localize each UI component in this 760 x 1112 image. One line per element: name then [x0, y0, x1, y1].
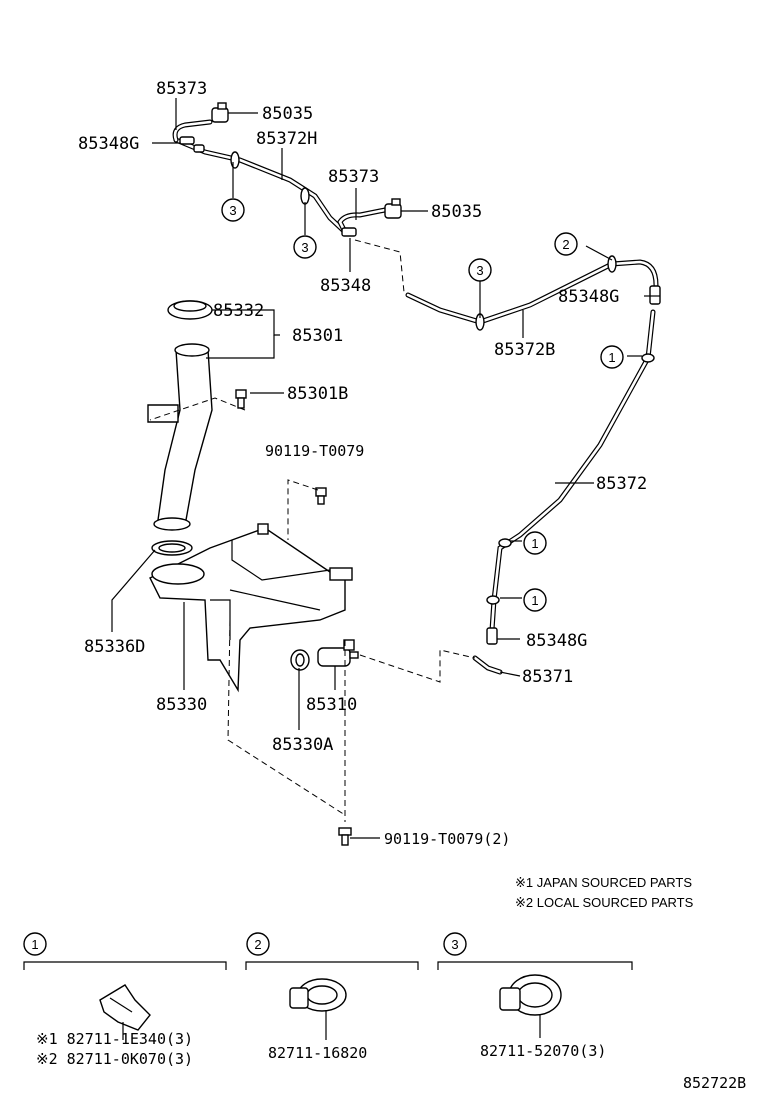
- callout-1: 1: [608, 350, 615, 365]
- label-85348g-low: 85348G: [526, 631, 587, 651]
- label-85301b: 85301B: [287, 384, 348, 404]
- label-85348g-right: 85348G: [558, 287, 619, 307]
- label-85348g-top: 85348G: [78, 134, 139, 154]
- hose-85372b: [405, 259, 659, 325]
- label-85035-top: 85035: [262, 104, 313, 124]
- label-85310: 85310: [306, 695, 357, 715]
- clamp-3-part: 82711-52070(3): [480, 1042, 606, 1060]
- inlet-85301: [147, 343, 213, 531]
- label-85373-top: 85373: [156, 79, 207, 99]
- joint-85348g-low: [486, 627, 498, 645]
- label-90119-top: 90119-T0079: [265, 442, 364, 460]
- callout-3: 3: [301, 240, 308, 255]
- legend-callout-1: 1: [31, 937, 38, 952]
- note-japan-sourced: ※1 JAPAN SOURCED PARTS: [515, 875, 692, 890]
- joint-85348: [341, 227, 357, 237]
- legend-callout-3: 3: [451, 937, 458, 952]
- hose-85371: [472, 655, 503, 675]
- tank-85330: [149, 523, 353, 693]
- joint-85348g-right: [649, 285, 661, 305]
- clamp-1-part-japan: ※1 82711-1E340(3): [36, 1030, 193, 1048]
- clamp-group-3: 3 82711-52070(3): [437, 932, 633, 1060]
- joint-85348g-top: [179, 136, 205, 153]
- label-90119-bottom: 90119-T0079(2): [384, 830, 510, 848]
- hose-85372h: [172, 119, 348, 235]
- clamp-2-part: 82711-16820: [268, 1044, 367, 1062]
- callout-1: 1: [531, 593, 538, 608]
- cap-85332: [167, 300, 213, 320]
- label-85372: 85372: [596, 474, 647, 494]
- callout-3: 3: [229, 203, 236, 218]
- callout-3: 3: [476, 263, 483, 278]
- label-85301: 85301: [292, 326, 343, 346]
- label-85371: 85371: [522, 667, 573, 687]
- clamp-1-part-local: ※2 82711-0K070(3): [36, 1050, 193, 1068]
- diagram-id: 852722B: [683, 1074, 746, 1092]
- check-valve-85035-top: [211, 102, 229, 123]
- bolt-85301b: [235, 389, 247, 409]
- callout-1: 1: [531, 536, 538, 551]
- callout-2: 2: [562, 237, 569, 252]
- part-labels: 85373 85035 85348G 85372H 85373 85035 85…: [78, 79, 647, 848]
- label-85372h: 85372H: [256, 129, 317, 149]
- hose-85373-mid: [337, 207, 388, 235]
- label-85035-mid: 85035: [431, 202, 482, 222]
- label-85372b: 85372B: [494, 340, 555, 360]
- label-85332: 85332: [213, 301, 264, 321]
- label-85330a: 85330A: [272, 735, 333, 755]
- label-85330: 85330: [156, 695, 207, 715]
- leader-lines: [111, 98, 660, 839]
- bolt-90119-bottom: [338, 827, 352, 846]
- hose-85372: [489, 309, 656, 633]
- check-valve-85035-mid: [384, 198, 402, 219]
- pump-85310: [317, 639, 359, 667]
- hose-clamps: [230, 151, 655, 605]
- label-85348: 85348: [320, 276, 371, 296]
- callout-circles: 3 3 3 2 1 1 1: [221, 198, 624, 612]
- bolt-90119-top: [315, 487, 327, 505]
- label-85373-mid: 85373: [328, 167, 379, 187]
- legend-callout-2: 2: [254, 937, 261, 952]
- note-local-sourced: ※2 LOCAL SOURCED PARTS: [515, 895, 694, 910]
- label-85336d: 85336D: [84, 637, 145, 657]
- reference-lines: [149, 239, 476, 822]
- clamp-group-2: 2 82711-16820: [245, 932, 419, 1062]
- grommet-85330a: [290, 649, 310, 671]
- seal-85336d: [151, 540, 193, 556]
- clamp-group-1: 1 ※1 82711-1E340(3) ※2 82711-0K070(3): [23, 932, 227, 1068]
